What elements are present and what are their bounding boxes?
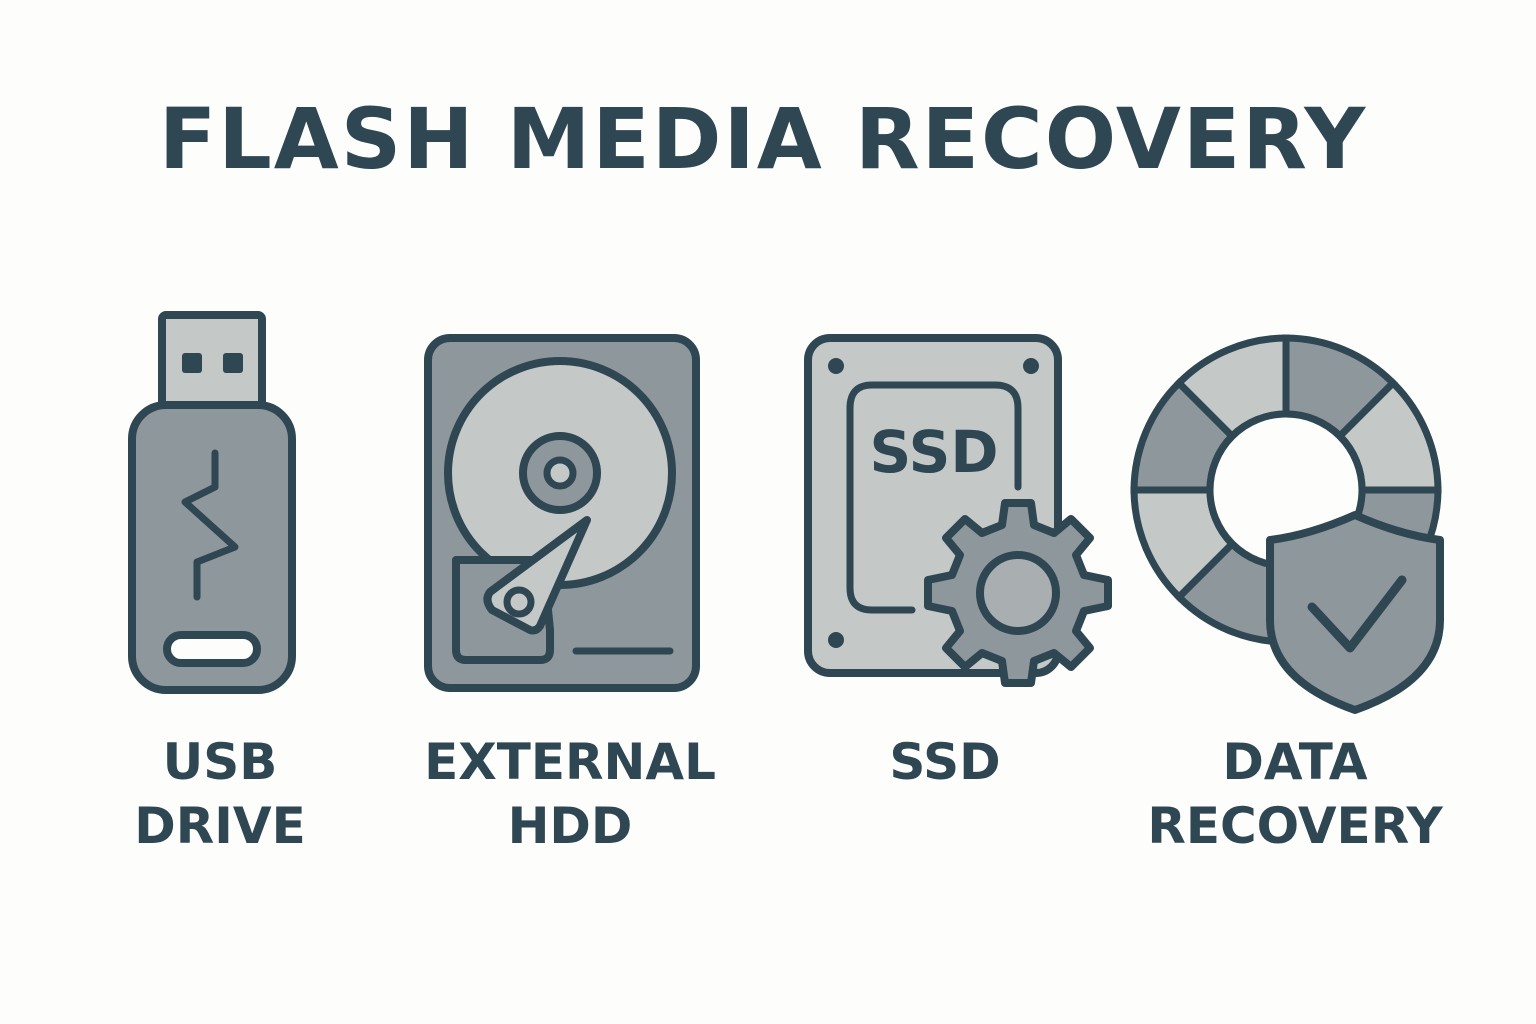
- usb-drive-icon: [128, 311, 296, 694]
- label-ssd: SSD: [889, 733, 1001, 791]
- page-title: FLASH MEDIA RECOVERY: [158, 90, 1368, 188]
- hard-drive-icon: [424, 334, 700, 692]
- data-recovery-shield-icon: [1130, 334, 1444, 714]
- label-usb-drive: USB DRIVE: [134, 733, 306, 855]
- label-data-recovery: DATA RECOVERY: [1147, 733, 1443, 855]
- ssd-gear-icon: SSD: [804, 334, 1112, 687]
- label-external-hdd: EXTERNAL HDD: [424, 733, 716, 855]
- ssd-badge-text: SSD: [869, 418, 998, 486]
